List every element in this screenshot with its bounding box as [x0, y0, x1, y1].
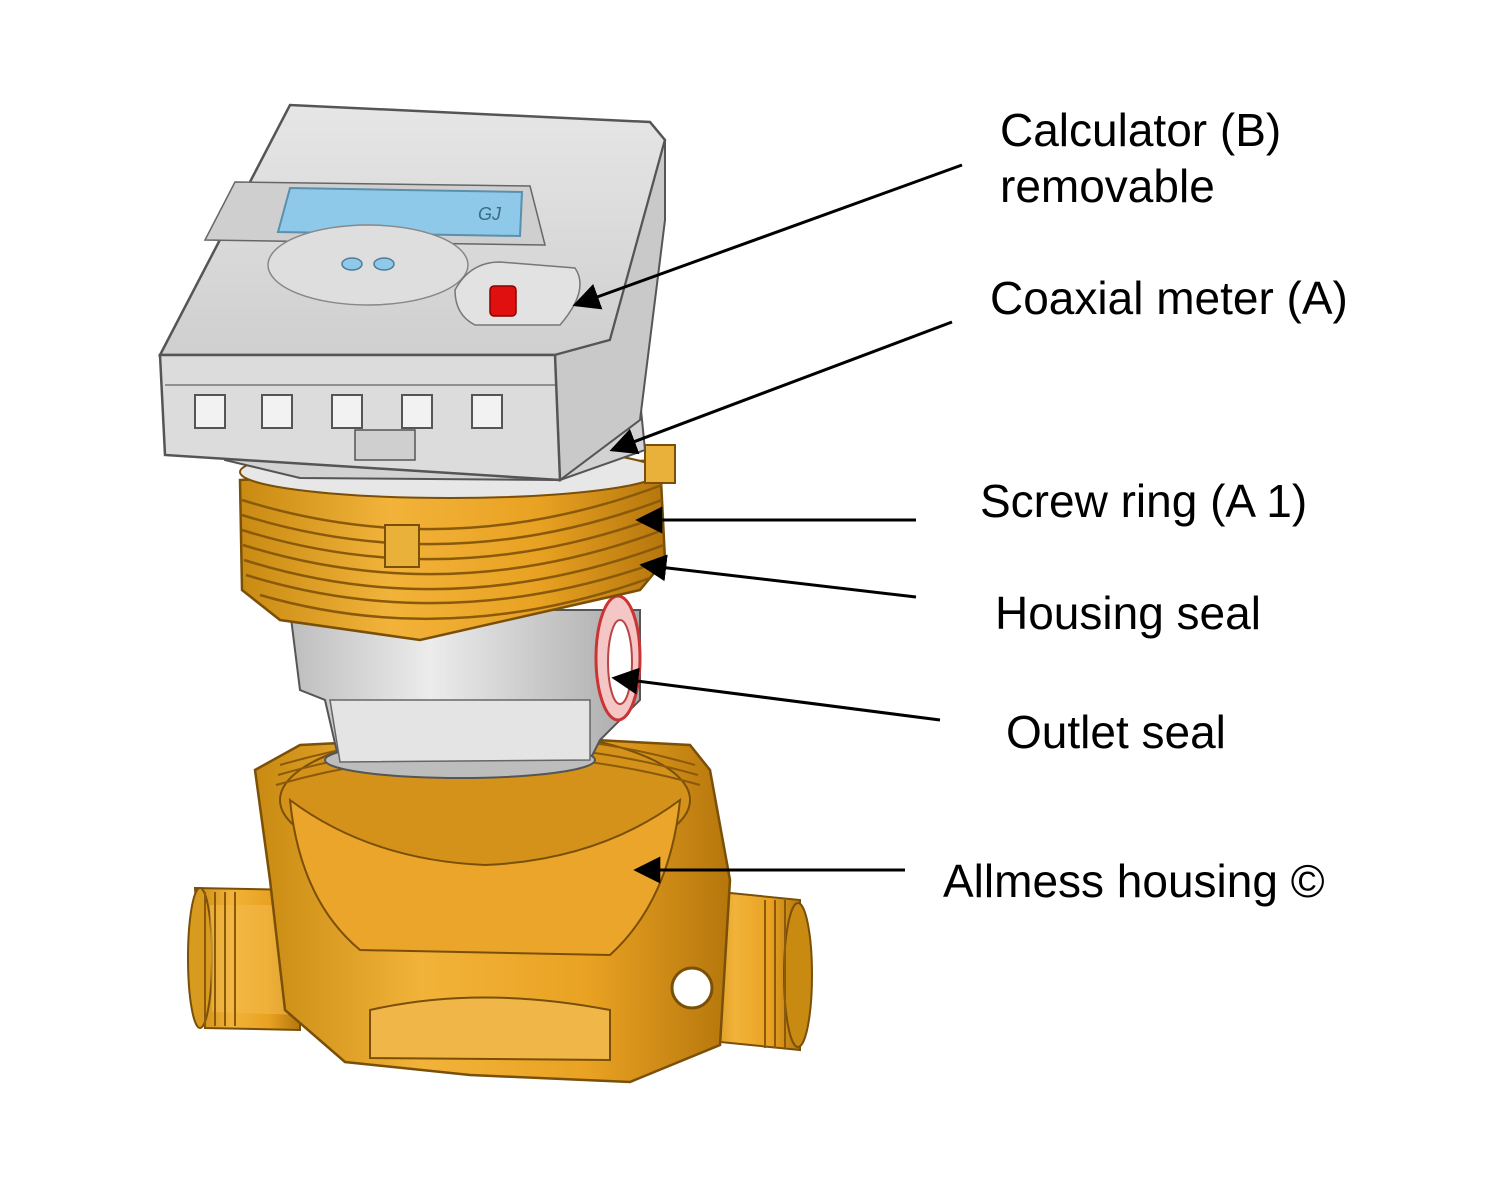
label-calculator: Calculator (B) removable: [1000, 102, 1281, 214]
calculator-shape: [157, 103, 667, 482]
label-calculator-line1: Calculator (B): [1000, 104, 1282, 156]
coaxial-meter-body: [288, 609, 641, 779]
label-calculator-line2: removable: [1000, 160, 1215, 212]
leader-outlet-seal: [611, 667, 941, 722]
outlet-seal-shape: [594, 594, 642, 722]
leader-housing-seal: [639, 554, 917, 599]
leader-calculator: [572, 163, 963, 310]
lcd-unit: GJ: [478, 204, 502, 224]
label-housing-seal: Housing seal: [995, 587, 1261, 639]
label-outlet-seal: Outlet seal: [1006, 706, 1226, 758]
label-screw-ring: Screw ring (A 1): [980, 475, 1308, 527]
leader-lines: [572, 163, 963, 884]
label-allmess-housing: Allmess housing ©: [943, 855, 1325, 907]
leader-coaxial: [609, 320, 953, 455]
label-coaxial-meter: Coaxial meter (A): [990, 272, 1348, 324]
allmess-housing-shape: [187, 729, 813, 1084]
